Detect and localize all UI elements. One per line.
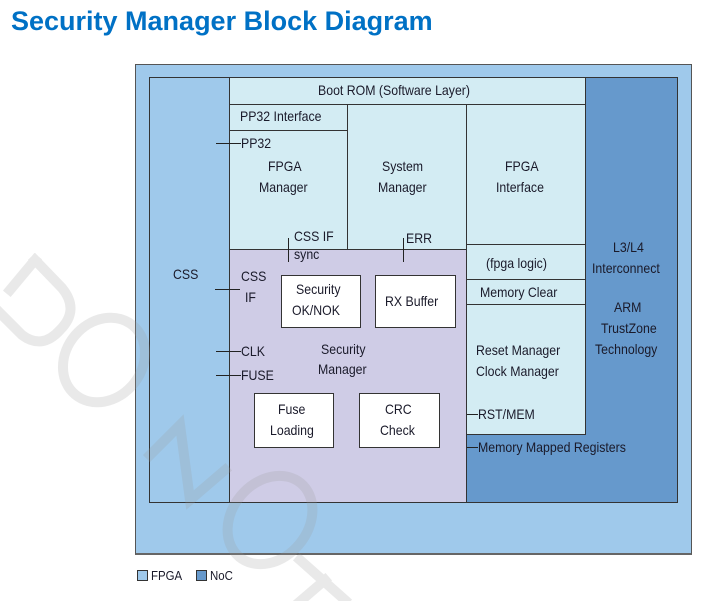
watermark-letter-t: [292, 552, 353, 601]
clock-manager-label: Clock Manager: [476, 363, 559, 379]
watermark-letter-d: [0, 252, 76, 347]
reset-manager-label: Reset Manager: [476, 342, 561, 358]
css-block: [149, 77, 230, 503]
pp32-connector: [216, 143, 241, 144]
crc-check-label-1: CRC: [385, 401, 412, 417]
legend-fpga-swatch: [137, 570, 148, 581]
pp32-interface-label: PP32 Interface: [240, 108, 322, 124]
fpga-interface-label-1: FPGA: [505, 158, 539, 174]
fpga-interface-label-2: Interface: [496, 179, 544, 195]
fpga-logic-label: (fpga logic): [486, 255, 547, 271]
security-manager-label-2: Manager: [318, 361, 367, 377]
css-label: CSS: [173, 266, 199, 282]
fuse-loading-block: [254, 393, 334, 448]
crc-check-block: [359, 393, 440, 448]
fuse-label: FUSE: [241, 367, 274, 383]
boot-rom-label: Boot ROM (Software Layer): [318, 82, 471, 98]
err-label: ERR: [406, 230, 433, 246]
css-if-connector: [215, 289, 240, 290]
rst-mem-label: RST/MEM: [478, 406, 535, 422]
memory-clear-label: Memory Clear: [480, 284, 558, 300]
trustzone-label-2: TrustZone: [601, 320, 657, 336]
system-manager-label-2: Manager: [378, 179, 427, 195]
fuse-loading-label-2: Loading: [270, 422, 314, 438]
crc-check-label-2: Check: [380, 422, 415, 438]
security-ok-nok-block: [281, 275, 361, 328]
clk-connector: [216, 351, 241, 352]
security-manager-label-1: Security: [321, 341, 366, 357]
css-if-sync-connector: [288, 238, 289, 262]
noc-interconnect-block: [585, 77, 678, 503]
page-title: Security Manager Block Diagram: [11, 6, 433, 36]
trustzone-label-3: Technology: [595, 341, 658, 357]
css-if-sync-label-1: CSS IF: [294, 228, 334, 244]
trustzone-label-1: ARM: [614, 299, 642, 315]
fpga-manager-label-2: Manager: [259, 179, 308, 195]
memory-mapped-registers-block: [466, 434, 587, 503]
legend-fpga-label: FPGA: [151, 568, 183, 583]
system-manager-label-1: System: [382, 158, 424, 174]
fuse-loading-label-1: Fuse: [278, 401, 306, 417]
interconnect-label-2: Interconnect: [592, 260, 660, 276]
security-ok-nok-label-1: Security: [296, 281, 341, 297]
clk-label: CLK: [241, 343, 265, 359]
fpga-manager-label-1: FPGA: [268, 158, 302, 174]
system-manager-block: [347, 104, 467, 250]
reset-clock-manager-block: [466, 304, 586, 435]
legend-noc-swatch: [196, 570, 207, 581]
err-connector: [403, 238, 404, 262]
css-if-label-1: CSS: [241, 268, 267, 284]
css-if-sync-label-2: sync: [294, 246, 320, 262]
fuse-connector: [216, 375, 241, 376]
css-if-label-2: IF: [245, 289, 256, 305]
fpga-interface-block: [466, 104, 586, 245]
security-ok-nok-label-2: OK/NOK: [292, 302, 340, 318]
memory-mapped-registers-label: Memory Mapped Registers: [478, 439, 626, 455]
memory-clear-block: [466, 279, 586, 305]
interconnect-label-1: L3/L4: [613, 239, 644, 255]
rx-buffer-label: RX Buffer: [385, 293, 439, 309]
pp32-port-label: PP32: [241, 135, 272, 151]
legend-noc-label: NoC: [210, 568, 233, 583]
rx-buffer-block: [375, 275, 456, 328]
